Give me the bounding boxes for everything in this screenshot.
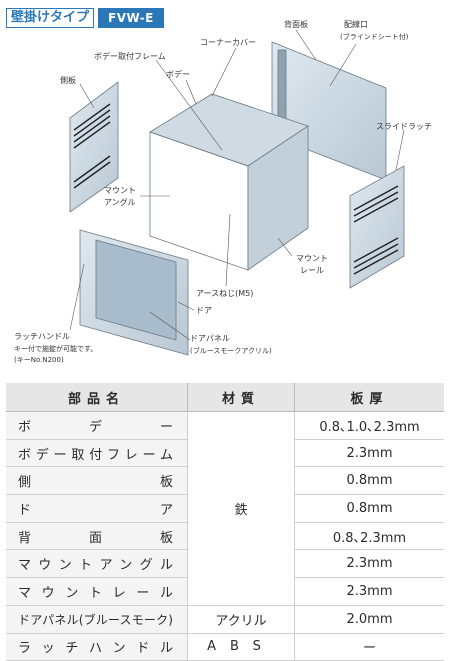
label-latch-handle-note2: (キーNo.N200) bbox=[14, 356, 64, 364]
side-panel-shape bbox=[69, 81, 119, 213]
cell-part: 背面板 bbox=[6, 522, 188, 551]
cell-thickness: 0.8､2.3mm bbox=[294, 522, 444, 551]
table-row: 側板 0.8mm bbox=[6, 466, 444, 496]
leader-lines bbox=[69, 29, 405, 341]
header-part: 部品名 bbox=[6, 383, 188, 412]
cell-material: アクリル bbox=[187, 605, 295, 634]
cell-part: マウントアングル bbox=[6, 549, 188, 579]
cell-thickness: 2.3mm bbox=[294, 549, 444, 579]
label-mount-angle-1: マウント bbox=[104, 186, 136, 195]
cell-thickness: 0.8､1.0､2.3mm bbox=[294, 411, 444, 440]
cell-part: マウントレール bbox=[6, 577, 188, 606]
cell-part: ラッチハンドル bbox=[6, 633, 188, 661]
label-wiring-port-note: (ブラインドシート付) bbox=[340, 33, 409, 41]
label-door-panel: ドアパネル bbox=[190, 334, 230, 343]
model-badge: FVW-E bbox=[98, 8, 164, 28]
cell-part: 側板 bbox=[6, 466, 188, 496]
label-wiring-port: 配線口 bbox=[344, 20, 368, 29]
label-door-panel-note: (ブルースモークアクリル) bbox=[190, 347, 272, 355]
table-row: マウントアングル 2.3mm bbox=[6, 549, 444, 579]
label-body-frame: ボデー取付フレーム bbox=[94, 52, 166, 61]
label-back-panel: 背面板 bbox=[284, 20, 308, 29]
table-row: ボデー取付フレーム 2.3mm bbox=[6, 439, 444, 468]
header-thickness: 板厚 bbox=[294, 383, 444, 412]
label-earth-screw: アースねじ(M5) bbox=[196, 289, 254, 298]
cell-thickness: 2.0mm bbox=[294, 605, 444, 634]
cell-thickness: 0.8mm bbox=[294, 494, 444, 523]
label-slide-latch: スライドラッチ bbox=[376, 122, 432, 131]
cell-part: ボデー取付フレーム bbox=[6, 439, 188, 468]
cell-part: ドアパネル(ブルースモーク) bbox=[6, 605, 188, 634]
header: 壁掛けタイプ FVW-E bbox=[6, 8, 164, 28]
exploded-diagram bbox=[69, 29, 405, 356]
label-latch-handle: ラッチハンドル bbox=[14, 332, 70, 341]
spec-table: 部品名 材質 板厚 ボデー 鉄 0.8､1.0､2.3mm ボデー取付フレーム … bbox=[6, 383, 444, 661]
page-title: 壁掛けタイプ bbox=[6, 8, 95, 28]
table-row: 背面板 0.8､2.3mm bbox=[6, 522, 444, 551]
label-corner-cover: コーナーカバー bbox=[200, 38, 256, 47]
table-row: ボデー 鉄 0.8､1.0､2.3mm bbox=[6, 411, 444, 606]
cell-thickness: 0.8mm bbox=[294, 466, 444, 496]
table-row: ドア 0.8mm bbox=[6, 494, 444, 523]
table-row: マウントレール 2.3mm bbox=[6, 577, 444, 606]
table-row: ラッチハンドル ABS ー bbox=[6, 633, 444, 661]
table-header-row: 部品名 材質 板厚 bbox=[6, 383, 444, 412]
cell-thickness: ー bbox=[294, 633, 444, 661]
cell-thickness: 2.3mm bbox=[294, 439, 444, 468]
cell-shared-material: 鉄 bbox=[187, 411, 295, 606]
door-window-shape bbox=[95, 239, 177, 341]
label-latch-handle-note1: キー付で施錠が可能です。 bbox=[14, 345, 98, 353]
cell-thickness: 2.3mm bbox=[294, 577, 444, 606]
body-side-shape bbox=[247, 125, 309, 271]
label-door: ドア bbox=[196, 306, 212, 315]
label-body: ボデー bbox=[166, 70, 190, 79]
label-mount-angle-2: アングル bbox=[104, 198, 136, 207]
label-side-panel: 側板 bbox=[60, 76, 76, 85]
cell-material: ABS bbox=[187, 633, 295, 661]
label-mount-rail-2: レール bbox=[300, 266, 324, 275]
right-panel-shape bbox=[349, 165, 405, 289]
table-row: ドアパネル(ブルースモーク) アクリル 2.0mm bbox=[6, 605, 444, 634]
header-material: 材質 bbox=[187, 383, 295, 412]
cell-part: ボデー bbox=[6, 411, 188, 440]
label-mount-rail-1: マウント bbox=[296, 254, 328, 263]
cell-part: ドア bbox=[6, 494, 188, 523]
vent-slots bbox=[73, 103, 399, 275]
